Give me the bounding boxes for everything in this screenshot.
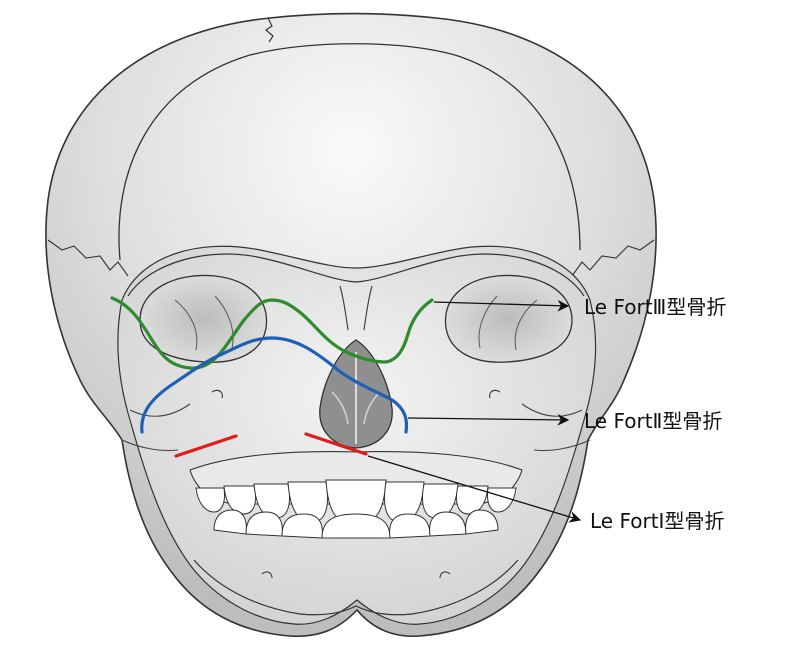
arrow-le-fort-1: [367, 455, 582, 523]
skull-illustration: [45, 12, 657, 638]
nasal-bone: [339, 285, 373, 331]
right-temporal-suture: [571, 239, 655, 277]
le-fort-1-fracture-line-right: [304, 432, 368, 456]
left-infraorbital-foramen: [211, 389, 223, 399]
right-infraorbital-foramen: [489, 389, 501, 399]
label-le-fort-3: Le FortⅢ型骨折: [584, 295, 726, 319]
sagittal-suture: [265, 17, 274, 43]
left-orbit-fissure: [174, 295, 234, 351]
left-orbit: [139, 274, 268, 363]
upper-teeth: [195, 479, 517, 525]
arrow-le-fort-3: [433, 299, 570, 312]
label-le-fort-1: Le FortⅠ型骨折: [590, 509, 724, 533]
le-fort-1-fracture-line-left: [174, 434, 238, 458]
le-fort-2-fracture-line: [140, 336, 409, 434]
right-orbit: [444, 274, 573, 363]
lower-teeth: [213, 509, 499, 539]
right-orbit-fissure: [478, 295, 538, 351]
brow-ridge: [127, 253, 585, 297]
right-zygomatic: [521, 403, 591, 452]
arrow-le-fort-2: [407, 414, 570, 426]
label-le-fort-2: Le FortⅡ型骨折: [584, 409, 722, 433]
left-temporal-suture: [47, 239, 129, 277]
mental-foramen-left: [261, 571, 273, 579]
mental-foramen-right: [439, 571, 451, 579]
mandible: [193, 559, 519, 616]
frontal-contour: [118, 43, 581, 261]
left-zygomatic: [121, 403, 191, 452]
le-fort-3-fracture-line: [110, 296, 434, 370]
